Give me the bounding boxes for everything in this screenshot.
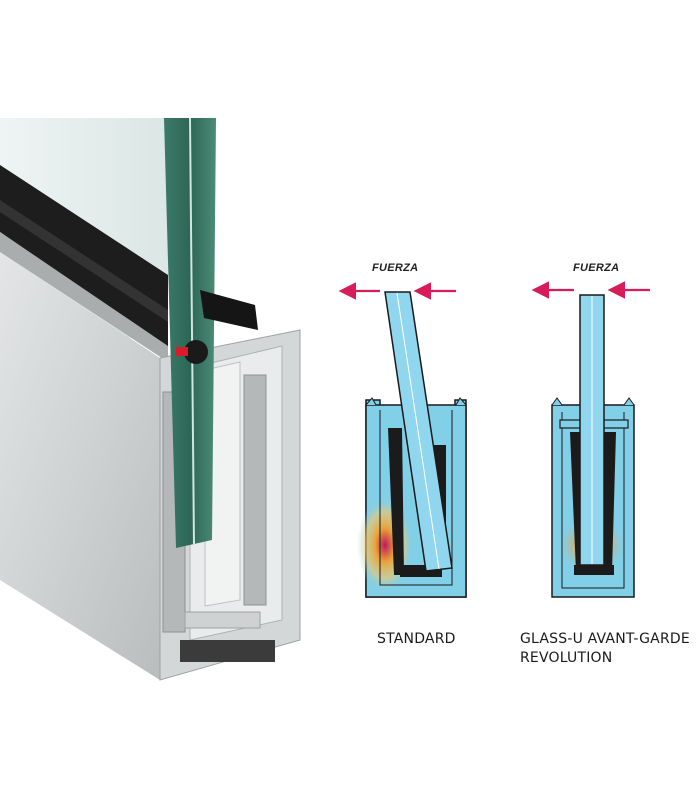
standard-section: [338, 282, 467, 598]
aluminium-side-face: [0, 252, 160, 680]
gasket-right: [200, 290, 258, 330]
glass-interlayer: [189, 117, 195, 546]
revolution-gasket-base: [574, 565, 614, 575]
caption-standard: STANDARD: [377, 631, 456, 647]
force-label-standard: FUERZA: [372, 262, 419, 274]
standard-stress-zone: [357, 497, 413, 593]
revolution-gasket-right: [604, 432, 616, 572]
gasket-groove: [0, 200, 168, 322]
base-slot: [180, 640, 275, 662]
laminated-glass: [164, 118, 216, 548]
revolution-section: [531, 281, 650, 598]
profile-photo: [0, 117, 301, 681]
force-label-revolution: FUERZA: [573, 262, 620, 274]
gasket-red-tip: [176, 347, 188, 356]
caption-revolution-line2: REVOLUTION: [520, 650, 613, 666]
caption-revolution-line1: GLASS-U AVANT-GARDE: [520, 631, 690, 647]
gasket-knob: [184, 340, 208, 364]
aluminium-top-lip: [0, 232, 168, 362]
standard-gasket-left: [388, 428, 404, 575]
standard-glass-interlayer: [396, 292, 440, 570]
base-plate: [184, 611, 261, 629]
right-wall-chambers: [243, 374, 267, 606]
